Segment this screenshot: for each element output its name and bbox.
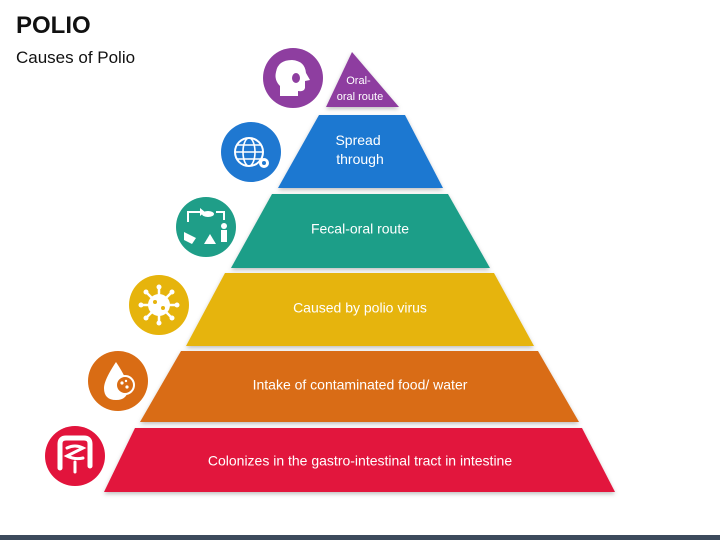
transmission-cycle-icon — [176, 197, 236, 257]
level-label-1: Spread through — [335, 132, 384, 167]
level-label-2: Fecal-oral route — [311, 221, 409, 237]
page-subtitle: Causes of Polio — [16, 48, 136, 67]
pyramid-level-caused-by-polio-virus: Caused by polio virus — [186, 273, 534, 346]
icon-circle-2 — [176, 197, 236, 257]
level-shape-5 — [104, 428, 615, 492]
level-label-5: Colonizes in the gastro-intestinal tract… — [208, 453, 512, 469]
virus-icon — [129, 275, 189, 335]
level-label-4: Intake of contaminated food/ water — [253, 377, 468, 393]
intestine-icon — [45, 426, 105, 486]
level-shape-2 — [231, 194, 490, 268]
level-shape-4 — [140, 351, 579, 422]
level-shape-0 — [326, 52, 399, 107]
person-mouth-icon — [263, 48, 323, 108]
pyramid-level-fecal-oral-route: Fecal-oral route — [231, 194, 490, 268]
level-label-0: Oral- oral route — [337, 75, 383, 103]
page-title: POLIO — [16, 12, 91, 39]
pyramid-level-intake-of-contaminated-food-water: Intake of contaminated food/ water — [140, 351, 579, 422]
pyramid-level-oral-oral-route: Oral- oral route — [326, 52, 399, 107]
footer-bar — [0, 535, 720, 540]
level-shape-3 — [186, 273, 534, 346]
globe-virus-icon — [221, 122, 281, 182]
icon-circle-5 — [45, 426, 105, 486]
level-shape-1 — [278, 115, 443, 188]
level-label-3: Caused by polio virus — [293, 300, 427, 316]
pyramid-level-spread-through: Spread through — [278, 115, 443, 188]
pyramid-level-colonizes-intestine: Colonizes in the gastro-intestinal tract… — [104, 428, 615, 492]
contaminated-water-drop-icon — [88, 351, 148, 411]
